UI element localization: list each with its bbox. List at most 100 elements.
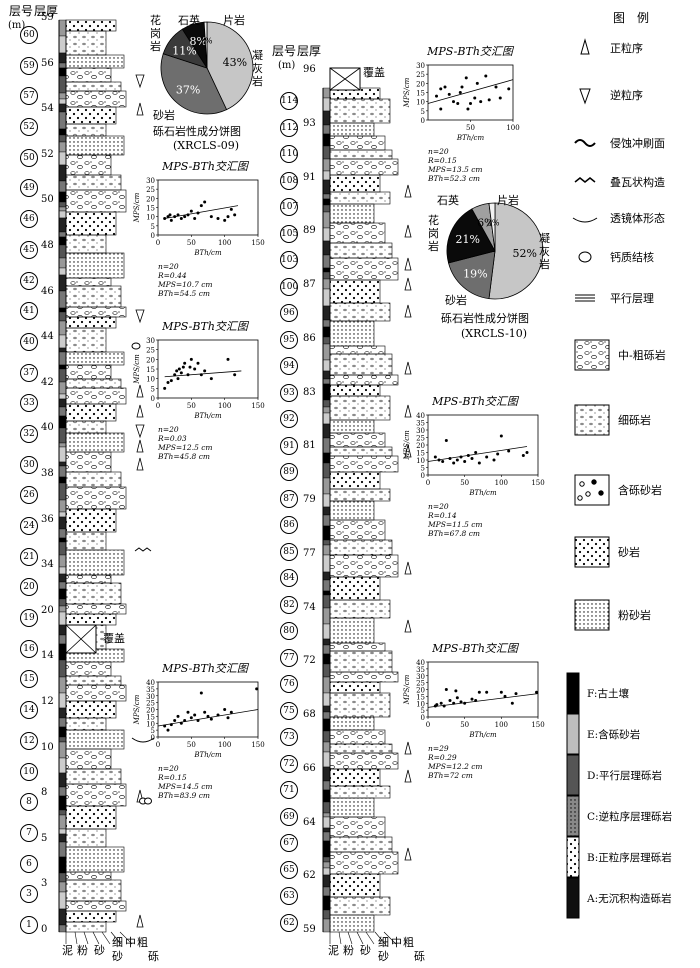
data-point — [173, 373, 177, 377]
data-point — [229, 710, 233, 714]
pie-label-tuff-2: 灰 — [539, 245, 550, 258]
pie-slice-label: 37% — [176, 83, 200, 96]
x-axis-label: BTh/cm — [193, 412, 222, 420]
y-tick-label: 0 — [151, 734, 155, 742]
data-point — [203, 200, 207, 204]
grain-axis-label: 砂 — [112, 950, 123, 963]
layer-number: 73 — [280, 728, 298, 747]
pie-label-granite-3: 岩 — [150, 40, 161, 53]
layer-number: 42 — [20, 271, 38, 290]
chart-title: MPS-BTh交汇图 — [431, 395, 520, 408]
data-point — [169, 379, 173, 383]
data-point — [183, 719, 187, 722]
data-point — [199, 691, 203, 695]
y-axis-label: MPS/cm — [403, 674, 411, 705]
y-tick-label: 15 — [416, 693, 425, 701]
x-axis-label: BTh/cm — [468, 489, 497, 497]
data-point — [176, 714, 180, 718]
layer-number: 52 — [20, 118, 38, 137]
chart-stat: BTh=72 cm — [427, 771, 473, 780]
plot-frame — [427, 64, 514, 121]
y-tick-label: 10 — [146, 376, 155, 384]
pie-label-tuff-1: 凝 — [252, 49, 263, 62]
chart-stat: BTh=67.8 cm — [427, 529, 480, 538]
thickness-tick: 68 — [303, 709, 316, 720]
plot-frame — [157, 681, 259, 738]
data-point — [514, 692, 518, 696]
x-tick-label: 0 — [426, 479, 430, 487]
normal-grading-icon — [404, 257, 412, 271]
pie-slice-label: 1% — [200, 36, 213, 45]
chart-stat: MPS=11.5 cm — [427, 520, 483, 529]
imbrication-icon — [134, 547, 152, 552]
data-point — [460, 85, 464, 89]
chart-stat: R=0.14 — [427, 511, 457, 520]
reverse-grading-icon — [579, 88, 591, 105]
legend-svg: 正粒序逆粒序侵蚀冲刷面叠瓦状构造透镜体形态钙质结核平行层理中-粗砾岩细砾岩含砾砂… — [572, 38, 666, 631]
chart-stat: MPS=12.2 cm — [427, 762, 483, 771]
data-point — [458, 91, 462, 94]
layer-number: 94 — [280, 357, 298, 376]
legend-label: 逆粒序 — [610, 88, 643, 102]
data-point — [459, 700, 463, 704]
pie-label-granite-1: 花 — [150, 14, 161, 27]
pie-slice-label: 6% — [477, 217, 494, 230]
y-tick-label: 25 — [416, 680, 425, 688]
layer-number: 21 — [20, 547, 38, 566]
chart-stat: MPS=12.5 cm — [157, 443, 213, 452]
pie-svg: 43%37%11%8%1% — [160, 21, 254, 115]
data-point — [216, 713, 220, 717]
layer-number: 7 — [20, 823, 38, 842]
layer-number: 62 — [280, 914, 298, 932]
layer-number: 114 — [280, 92, 298, 110]
layer-number: 96 — [280, 304, 298, 323]
grain-axis-label: 中 — [391, 936, 402, 949]
normal-grading-icon — [404, 404, 412, 418]
y-tick-label: 30 — [146, 337, 155, 345]
y-tick-label: 25 — [146, 347, 155, 355]
grain-axis-label: 粉 — [343, 944, 354, 957]
facies-label: A:无沉积构造砾岩 — [586, 892, 672, 905]
facies-swatch — [566, 713, 580, 755]
data-point — [448, 457, 452, 460]
chart-stat: R=0.29 — [427, 753, 457, 762]
middle-header-thickness: 层厚 — [297, 44, 322, 58]
y-tick-label: 20 — [146, 356, 155, 364]
y-tick-label: 35 — [416, 420, 425, 428]
facies-label: C:逆粒序层理砾岩 — [587, 810, 672, 823]
layer-number: 82 — [280, 595, 298, 614]
pie-label-schist: 片岩 — [223, 14, 245, 27]
data-point — [477, 690, 481, 694]
y-tick-label: 0 — [421, 117, 425, 125]
thickness-tick: 10 — [41, 741, 54, 753]
facies-label: D:平行层理砾岩 — [587, 769, 662, 782]
data-point — [189, 209, 193, 213]
normal-grading-icon — [404, 619, 412, 633]
layer-number: 84 — [280, 569, 298, 588]
chart-stat: n=20 — [158, 425, 179, 434]
layer-number: 71 — [280, 781, 298, 800]
chart-stat: MPS=10.7 cm — [157, 280, 213, 289]
data-point — [179, 217, 183, 220]
chart-stat: BTh=52.3 cm — [427, 174, 480, 183]
y-tick-label: 20 — [146, 195, 155, 203]
layer-number: 6 — [20, 854, 38, 873]
pie-slice-label: 21% — [455, 233, 479, 246]
pie-label-tuff-2: 灰 — [252, 62, 263, 75]
data-point — [196, 361, 200, 365]
x-tick-label: 50 — [187, 741, 196, 749]
data-point — [203, 710, 207, 714]
chart-title: MPS-BTh交汇图 — [426, 45, 515, 58]
layer-number: 108 — [280, 171, 298, 190]
thickness-tick: 81 — [303, 440, 316, 452]
normal-grading-icon — [404, 224, 412, 238]
layer-number: 93 — [280, 383, 298, 402]
y-axis-label: MPS/cm — [133, 354, 141, 385]
layer-number: 50 — [20, 148, 38, 167]
data-point — [189, 357, 193, 361]
normal-grading-icon — [136, 404, 144, 418]
pie-slice-label: 52% — [512, 247, 536, 260]
